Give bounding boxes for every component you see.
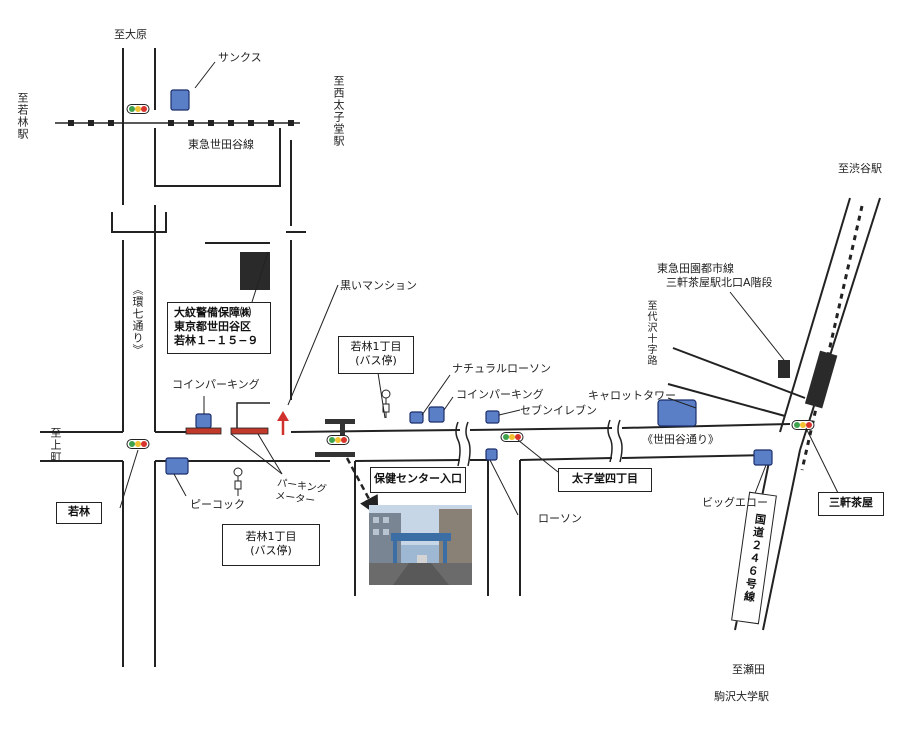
bus-stop-north-box: 若林1丁目 (バス停) — [338, 336, 414, 374]
signal-health-center — [326, 435, 350, 445]
label-denentoshi-line: 東急田園都市線 — [657, 262, 734, 275]
bus-stop-north-name: 若林1丁目 — [350, 340, 402, 353]
signal-wakabayashi — [126, 439, 150, 449]
road-break-marks — [455, 419, 623, 467]
sangenjaya-station-building — [804, 350, 838, 409]
denentoshi-rail — [800, 205, 864, 471]
label-to-shibuya-station: 至渋谷駅 — [838, 162, 882, 175]
label-lawson: ローソン — [538, 512, 582, 525]
parking-bar-2 — [230, 427, 269, 435]
bus-stop-south-box: 若林1丁目 (バス停) — [222, 524, 320, 566]
wakabayashi-box: 若林 — [56, 502, 102, 524]
lawson-store — [485, 448, 498, 461]
label-peacock: ピーコック — [190, 498, 245, 511]
street-photo — [369, 505, 472, 585]
label-sangenjaya-exit: 三軒茶屋駅北口A階段 — [666, 276, 773, 289]
company-address-2: 若林１−１５−９ — [174, 334, 259, 347]
label-to-kamimachi: 至上町 — [49, 427, 62, 463]
bus-stop-north-type: (バス停) — [355, 354, 397, 367]
company-address-1: 東京都世田谷区 — [174, 320, 251, 333]
signal-top — [126, 104, 150, 114]
label-tokyu-setagaya-line: 東急世田谷線 — [188, 138, 254, 151]
label-coin-parking-1: コインパーキング — [172, 378, 260, 391]
exit-a-building — [778, 360, 790, 378]
bus-stop-poles — [233, 389, 391, 496]
peacock-store — [165, 457, 189, 475]
label-natural-lawson: ナチュラルローソン — [452, 362, 551, 375]
label-to-ohara: 至大原 — [114, 28, 147, 41]
natural-lawson-store — [428, 406, 445, 423]
label-black-mansion: 黒いマンション — [340, 279, 417, 292]
parking-entrance — [236, 402, 270, 428]
tokyu-setagaya-rail — [55, 120, 300, 126]
entrance-arrow — [277, 411, 289, 435]
label-to-wakabayashi-station: 至若林駅 — [16, 92, 29, 140]
coin-parking-1-marker — [195, 413, 212, 429]
label-setagaya-dori: 《世田谷通り》 — [642, 433, 719, 446]
taishido-box: 太子堂四丁目 — [558, 468, 652, 492]
label-sunkus: サンクス — [218, 51, 262, 64]
photo-arrow — [345, 457, 379, 517]
carrot-tower-building — [657, 399, 697, 427]
label-seven-eleven: セブンイレブン — [520, 404, 597, 417]
parking-bar-1 — [185, 427, 222, 435]
health-center-box: 保健センター入口 — [370, 467, 466, 493]
company-box: 大紋警備保障㈱ 東京都世田谷区 若林１−１５−９ — [167, 302, 271, 354]
store-markers — [165, 89, 773, 475]
label-to-seta: 至瀬田 — [732, 663, 765, 676]
label-kannana-dori: 《環七通り》 — [131, 284, 144, 356]
label-coin-parking-2: コインパーキング — [456, 388, 544, 401]
label-to-setagaya-crossing: 至代沢十字路 — [645, 300, 656, 366]
label-komazawa-station: 駒沢大学駅 — [714, 690, 769, 703]
label-to-nishitaishido-station: 至西太子堂駅 — [332, 75, 345, 147]
sangenjaya-box: 三軒茶屋 — [818, 492, 884, 516]
company-name: 大紋警備保障㈱ — [174, 306, 251, 319]
seven-eleven-store — [485, 410, 500, 424]
bus-stop-south-name: 若林1丁目 — [245, 530, 297, 543]
bus-stop-south-type: (バス停) — [250, 544, 292, 557]
signal-taishido — [500, 432, 524, 442]
sunkus-store — [170, 89, 190, 111]
company-building — [240, 252, 270, 290]
signal-sangenjaya — [791, 420, 815, 430]
bus-stop-marker — [409, 411, 424, 424]
label-carrot-tower: キャロットタワー — [588, 389, 676, 402]
big-echo-store — [753, 449, 773, 466]
label-big-echo: ビッグエコー — [702, 496, 768, 509]
